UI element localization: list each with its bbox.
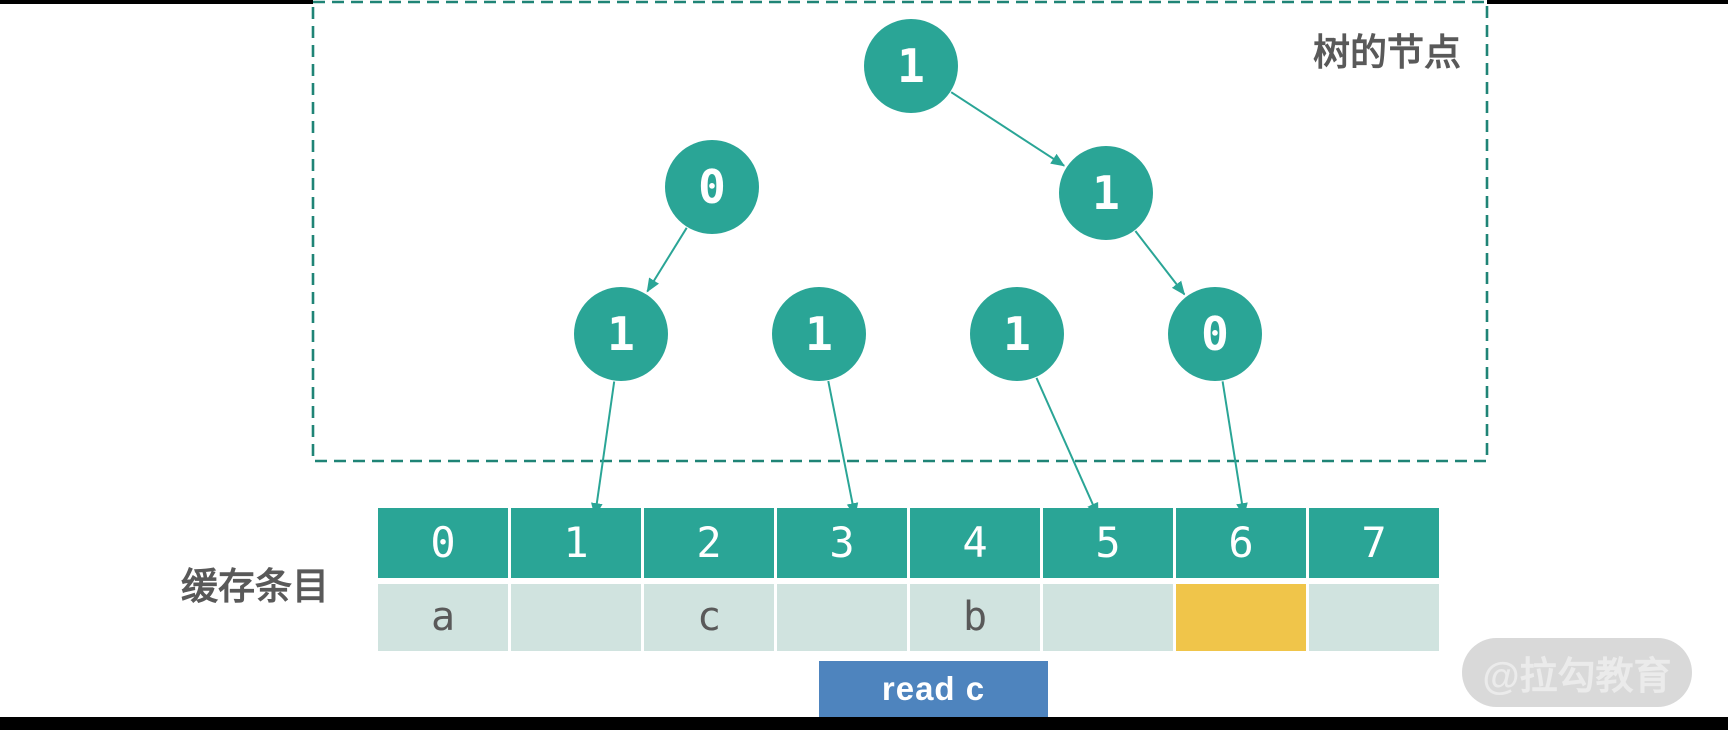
tree-node-circle [772,287,866,381]
tree-node-bit: 1 [805,307,833,361]
tree-edge-arrow [1221,381,1248,518]
cache-index-cell: 6 [1176,508,1306,578]
tree-node-bit: 1 [607,307,635,361]
tree-node-bit: 1 [1003,307,1031,361]
tree-node-circle [864,19,958,113]
cache-index-cell: 0 [378,508,508,578]
cache-entry-cell [1043,584,1173,651]
watermark-badge: @拉勾教育 [1462,638,1692,707]
cache-entry-cell [511,584,641,651]
tree-nodes: 1 0 1 1 1 1 0 [574,19,1262,381]
top-edge-bar-left [0,0,313,4]
tree-edges [591,91,1248,518]
tree-node-circle [1168,287,1262,381]
tree-node-circle [970,287,1064,381]
cache-entry-cell [1309,584,1439,651]
cache-index-cell: 2 [644,508,774,578]
cache-index-cell: 1 [511,508,641,578]
tree-node-bit: 1 [897,39,925,93]
cache-entries-label: 缓存条目 [181,566,329,607]
cache-entry-cell: c [644,584,774,651]
cache-index-cell: 4 [910,508,1040,578]
watermark-text: @拉勾教育 [1482,656,1672,698]
tree-box-label: 树的节点 [1313,32,1461,73]
cache-entry-cell: a [378,584,508,651]
cache-entry-cell: b [910,584,1040,651]
tree-node-circle [574,287,668,381]
tree-node-circle [1059,146,1153,240]
tree-edge-arrow [1134,230,1186,296]
read-c-action-badge: read c [819,661,1048,717]
tree-edge-arrow [591,381,616,518]
tree-edge-arrow [1035,377,1099,518]
cache-index-cell: 5 [1043,508,1173,578]
tree-node-bit: 0 [1201,307,1229,361]
tree-node-bit: 1 [1092,166,1120,220]
cache-index-cell: 7 [1309,508,1439,578]
tree-node-circle [665,140,759,234]
tree-edge-arrow [950,91,1066,167]
cache-index-cell: 3 [777,508,907,578]
tree-edge-arrow [646,227,688,293]
bottom-edge-bar [0,717,1728,730]
cache-entry-cell-highlighted [1176,584,1306,651]
tree-edge-arrow [827,380,859,518]
tree-node-bit: 0 [698,160,726,214]
top-edge-bar-right [1487,0,1728,4]
cache-entry-cell [777,584,907,651]
